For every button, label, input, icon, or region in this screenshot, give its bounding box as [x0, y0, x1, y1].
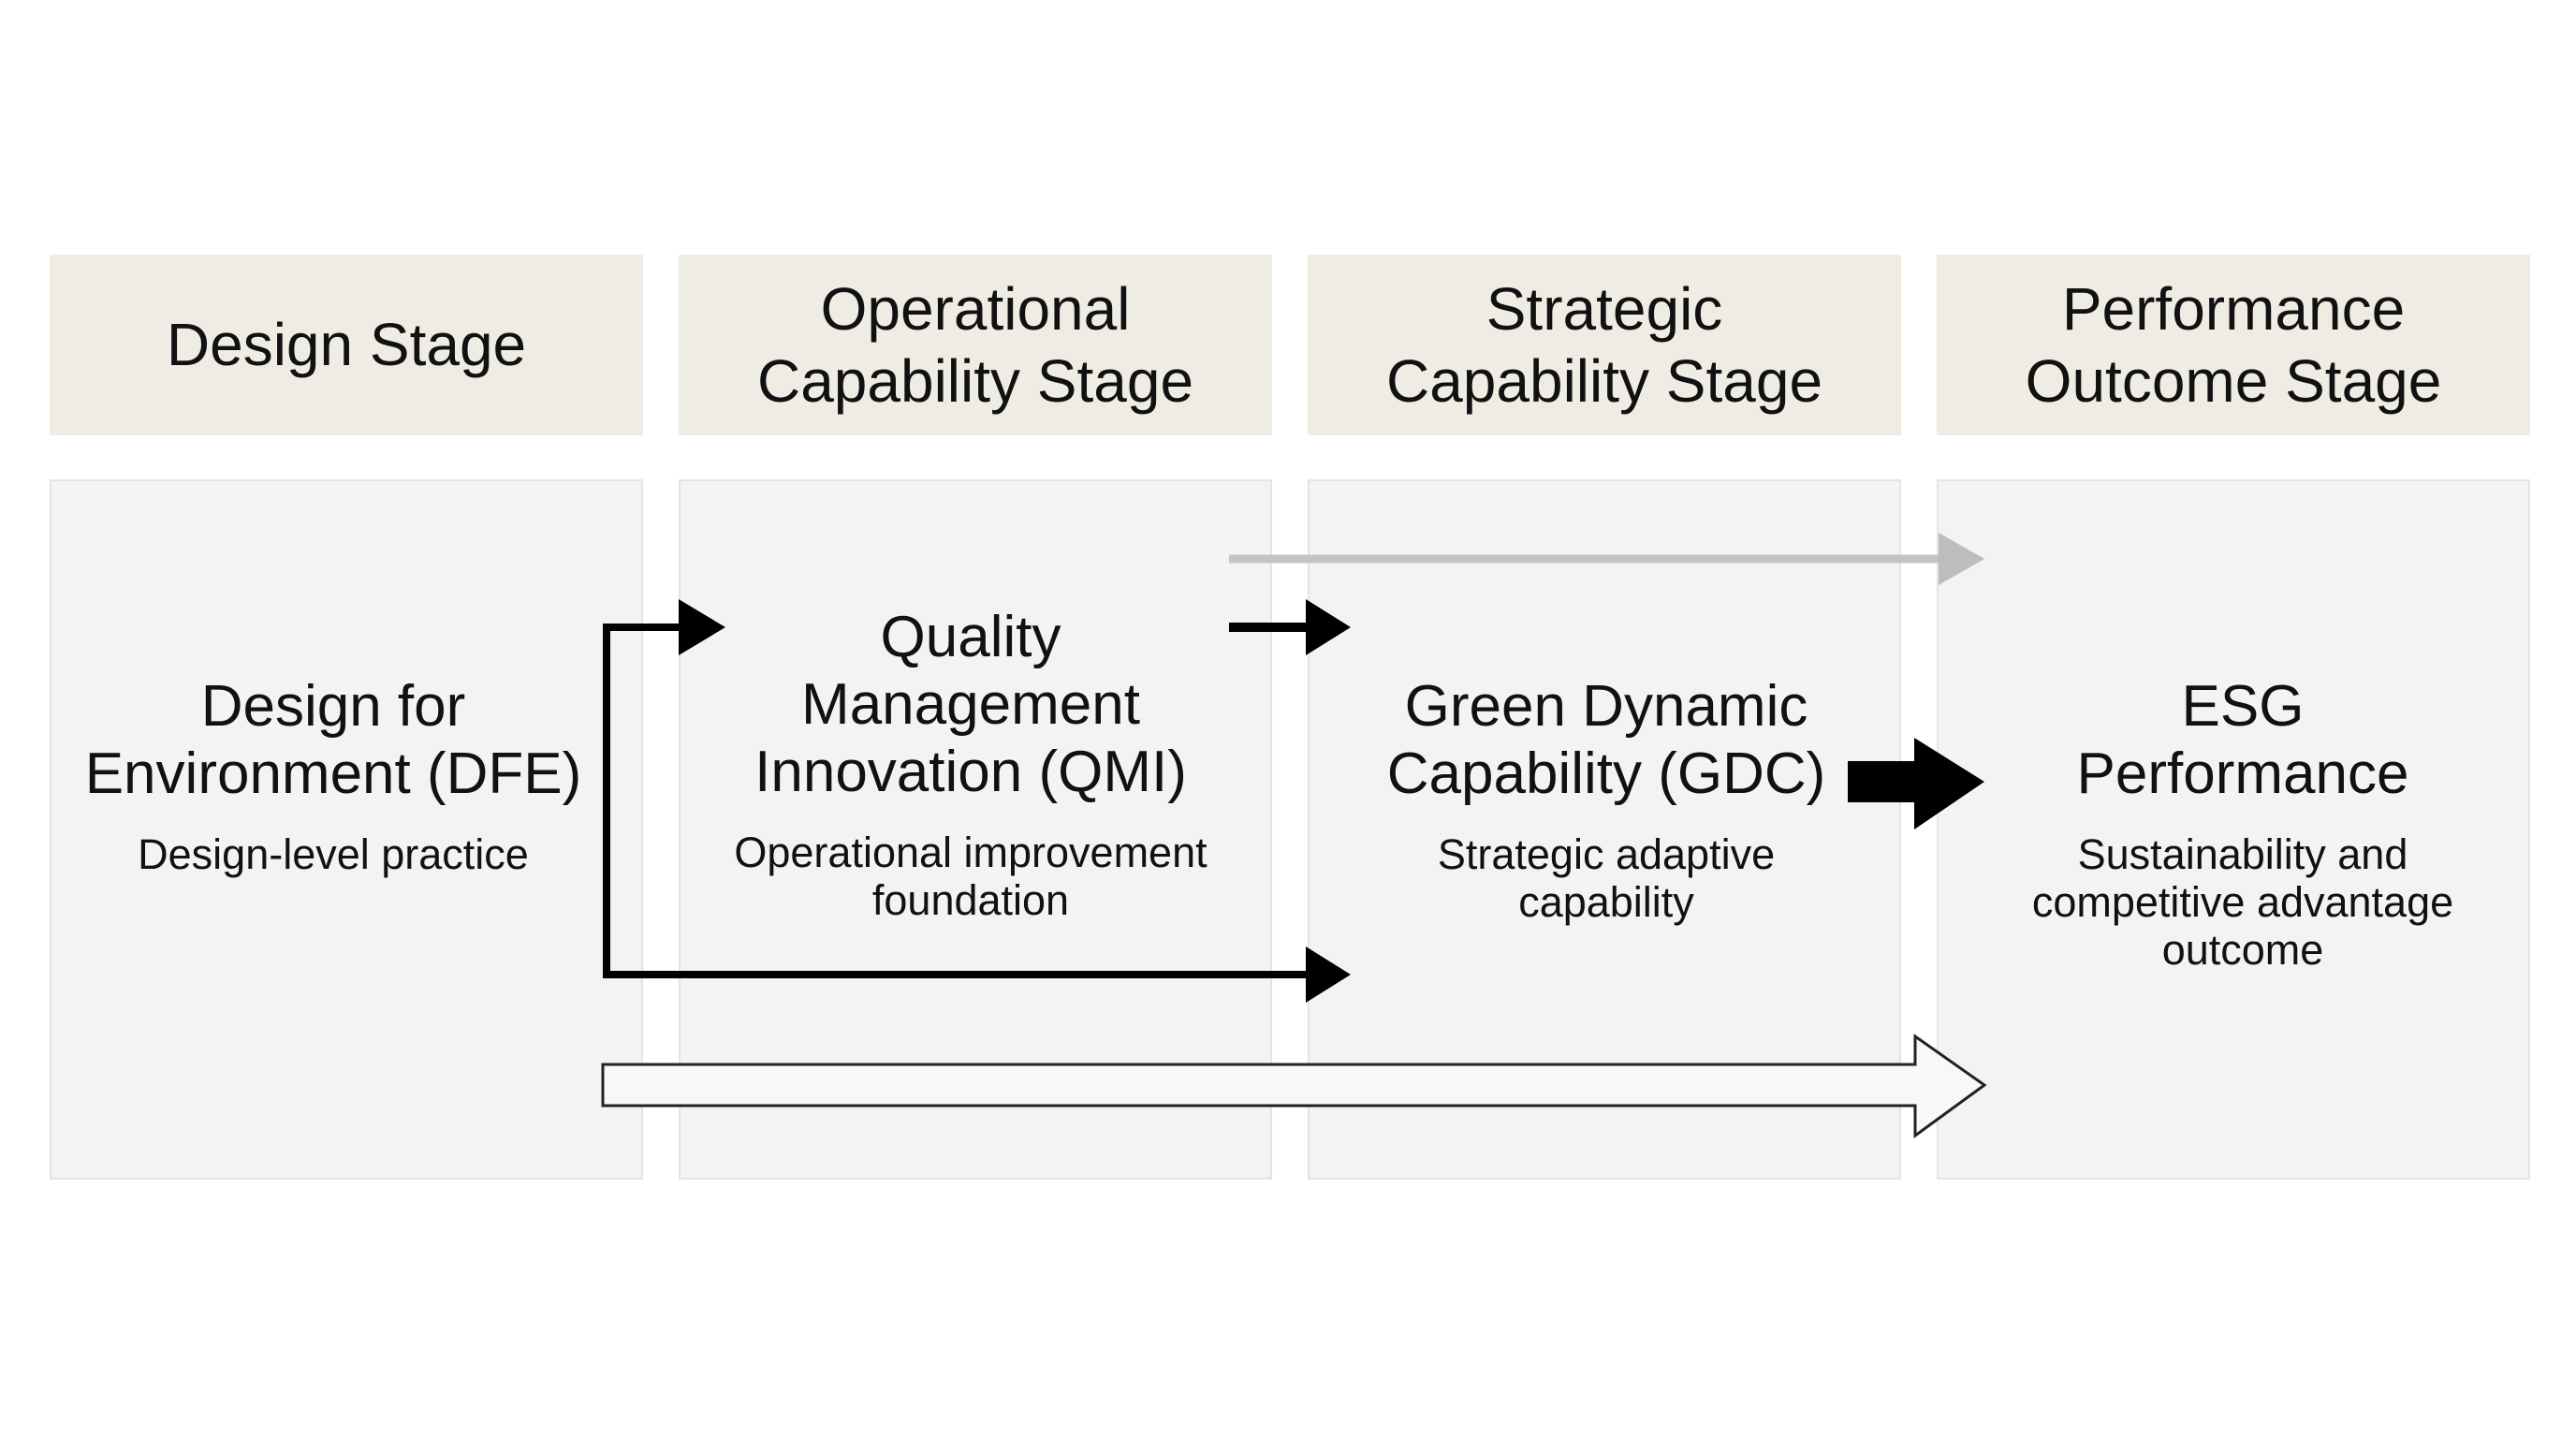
header-line: Capability Stage	[1385, 346, 1823, 415]
header-line: Operational	[820, 274, 1131, 343]
node-subtitle: Design-level practice	[138, 830, 529, 878]
card-design	[50, 479, 643, 1180]
header-line: Design Stage	[166, 311, 527, 378]
card-strategic	[1308, 479, 1901, 1180]
header-line: Performance	[2061, 274, 2406, 343]
arrow-qmi-to-gdc	[1229, 599, 1351, 655]
header-line: Capability Stage	[756, 346, 1194, 415]
header-design-stage: Design Stage	[50, 255, 643, 435]
header-line: Outcome Stage	[2025, 346, 2442, 415]
arrow-dfe-to-esg-hollow	[601, 1034, 1987, 1138]
header-line: Strategic	[1486, 274, 1723, 343]
card-operational	[679, 479, 1272, 1180]
arrow-qmi-to-esg-gray	[1229, 533, 1984, 585]
card-performance	[1937, 479, 2530, 1180]
arrow-gdc-to-esg-thick	[1848, 738, 1984, 829]
arrow-dfe-elbow	[603, 599, 1351, 1003]
